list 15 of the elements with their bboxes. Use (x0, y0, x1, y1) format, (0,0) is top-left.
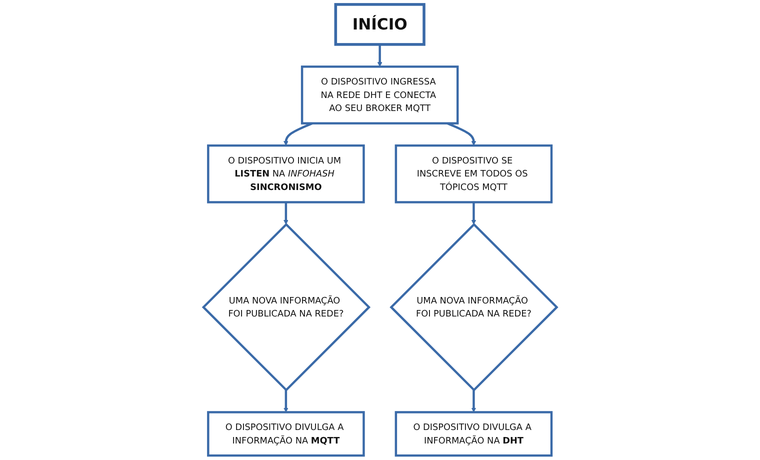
node-box: O DISPOSITIVO DIVULGA A INFORMAÇÃO NA MQTT (206, 411, 365, 457)
arrow (471, 202, 476, 225)
arrow (377, 44, 382, 67)
node-diamond: UMA NOVA INFORMAÇÃO FOI PUBLICADA NA REDE? (202, 222, 370, 392)
arrow (283, 390, 288, 412)
arrow (283, 202, 288, 225)
node-box: O DISPOSITIVO DIVULGA A INFORMAÇÃO NA DHT (394, 411, 552, 457)
arrow (283, 122, 313, 146)
node-box: O DISPOSITIVO INICIA UM LISTEN NA INFOHASH SINCRONISMO (206, 144, 365, 204)
node-box: INÍCIO (334, 3, 426, 46)
node-box: O DISPOSITIVO INGRESSA NA REDE DHT E CONECTA AO SEU BROKER MQTT (300, 66, 459, 124)
arrow (471, 390, 476, 412)
arrow (446, 122, 476, 146)
node-box: O DISPOSITIVO SE INSCREVE EM TODOS OS TÓPICOS MQTT (394, 144, 552, 204)
node-diamond: UMA NOVA INFORMAÇÃO FOI PUBLICADA NA REDE? (390, 222, 558, 392)
